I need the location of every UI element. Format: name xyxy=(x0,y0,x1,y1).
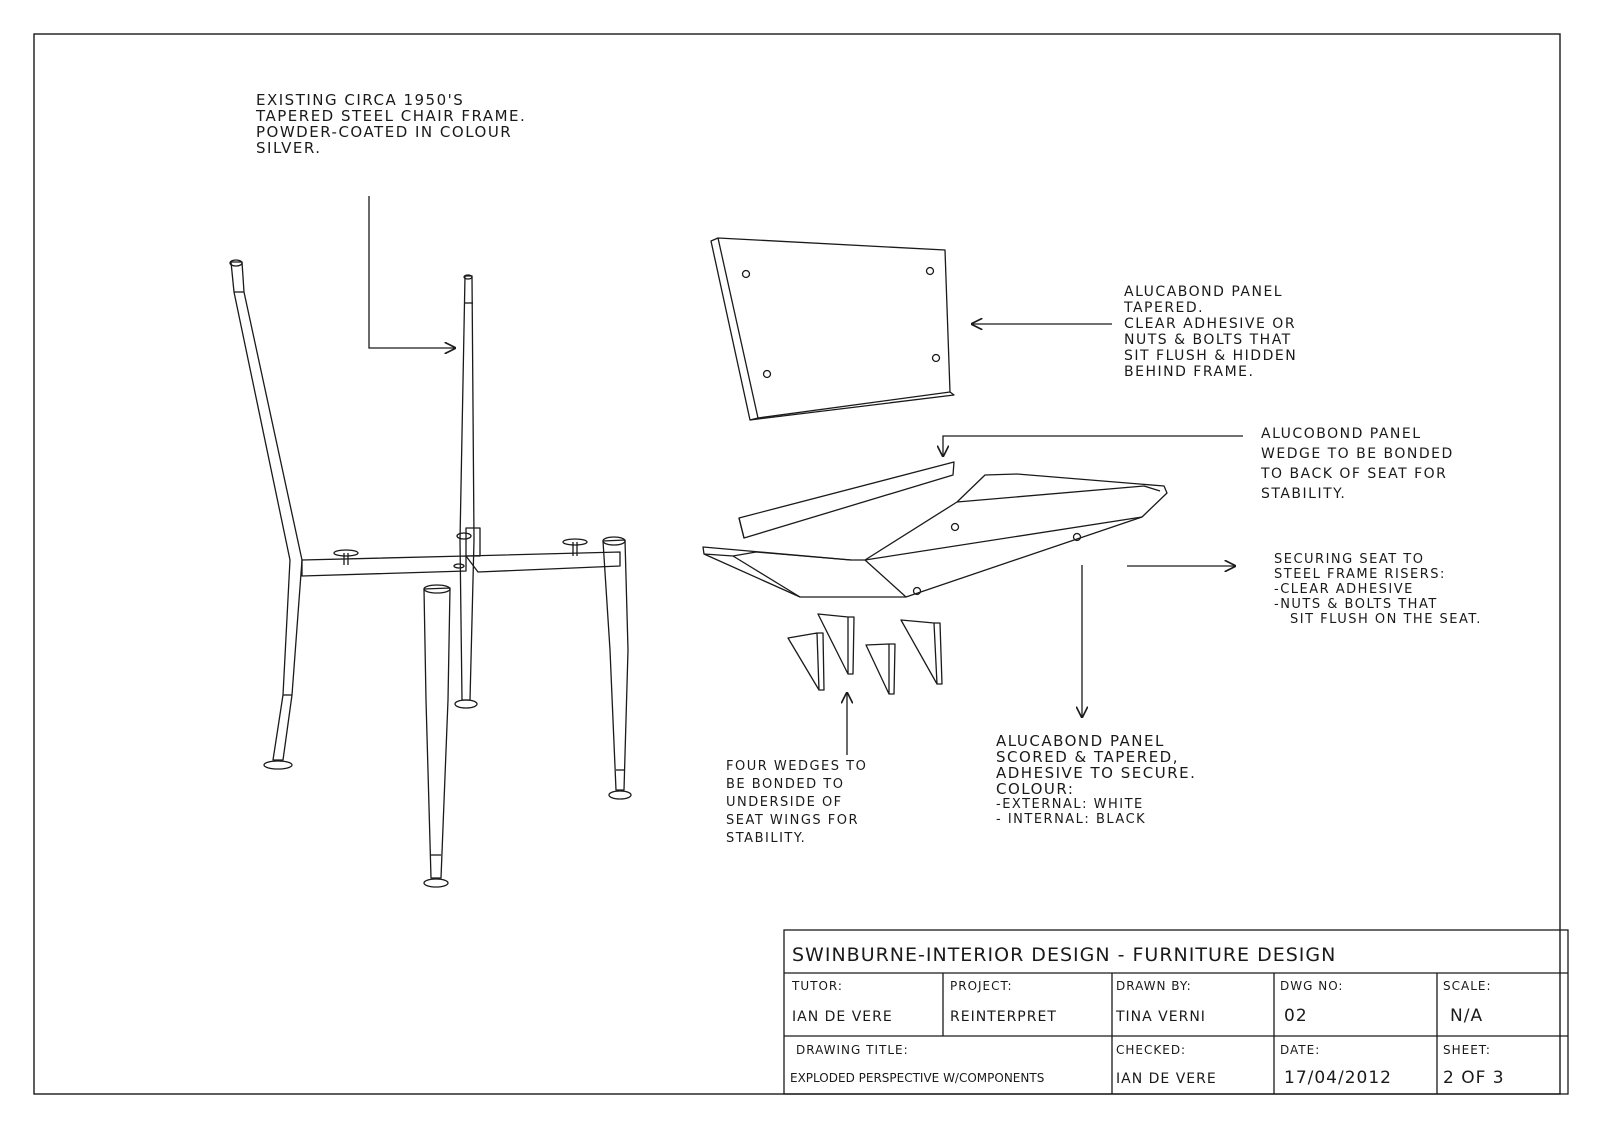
checked-value: Ian De Vere xyxy=(1116,1071,1217,1087)
frame-leader-arrow xyxy=(368,196,455,348)
side-rail-left xyxy=(301,555,467,577)
back-panel xyxy=(710,237,955,421)
scale-label: Scale: xyxy=(1443,979,1492,993)
left-back-post xyxy=(230,261,303,761)
wedges-note-line: be bonded to xyxy=(726,777,845,792)
tutor-label: Tutor: xyxy=(792,979,843,993)
title-block-lines xyxy=(783,929,1569,1095)
seat-panel-note-line: adhesive to secure. xyxy=(996,764,1197,782)
wedge-panel xyxy=(738,461,955,539)
tutor-value: Ian De Vere xyxy=(792,1009,893,1025)
wedges-note-line: seat wings for xyxy=(726,813,860,828)
frame-note-line: Powder-coated in colour xyxy=(256,123,513,141)
scale-value: N/A xyxy=(1450,1006,1484,1026)
wedges-note-line: Four wedges to xyxy=(726,759,868,774)
wedges-note-line: stability. xyxy=(726,831,807,846)
wedge-panel-note: Alucobond panel wedge to be bonded to ba… xyxy=(1261,424,1454,504)
drawing-title-label: Drawing title: xyxy=(796,1043,909,1057)
wedge-panel-note-line: to back of seat for xyxy=(1261,466,1448,482)
back-panel-note-line: tapered. xyxy=(1124,300,1205,316)
securing-note-line: sit flush on the seat. xyxy=(1290,612,1482,627)
date-value: 17/04/2012 xyxy=(1284,1068,1392,1088)
left-foot xyxy=(263,760,293,770)
frame-note: Existing circa 1950's tapered steel chai… xyxy=(256,92,526,156)
front-right-leg xyxy=(602,539,629,791)
left-post-cap xyxy=(229,259,243,267)
seat-panel-note-line: Colour: xyxy=(996,780,1075,798)
front-left-leg xyxy=(423,587,451,879)
drawn-by-value: Tina Verni xyxy=(1116,1009,1206,1025)
right-back-post xyxy=(459,275,475,701)
securing-note-line: steel frame risers: xyxy=(1274,567,1446,582)
drawing-title-value: Exploded perspective w/components xyxy=(790,1071,1045,1085)
seat-risers xyxy=(333,532,588,569)
seat-panel-note-line: scored & tapered, xyxy=(996,748,1179,766)
securing-note: Securing seat to steel frame risers: -cl… xyxy=(1274,552,1482,627)
project-label: Project: xyxy=(950,979,1013,993)
frame-note-line: Existing circa 1950's xyxy=(256,91,465,109)
title-block-header: Swinburne-Interior Design - Furniture De… xyxy=(792,944,1337,966)
sheet-value: 2 of 3 xyxy=(1443,1068,1505,1088)
rear-foot xyxy=(454,699,478,709)
wedge-panel-note-line: wedge to be bonded xyxy=(1261,446,1454,462)
four-wedges xyxy=(787,613,943,695)
frame-note-line: silver. xyxy=(256,139,322,157)
back-panel-note-line: nuts & bolts that xyxy=(1124,332,1292,348)
frame-note-line: tapered steel chair frame. xyxy=(256,107,527,125)
chair-frame xyxy=(229,259,632,888)
wedge-panel-note-line: Alucobond panel xyxy=(1261,426,1422,442)
back-panel-note-line: Clear adhesive or xyxy=(1124,316,1297,332)
front-rail xyxy=(465,551,621,573)
seat-panel xyxy=(702,473,1168,598)
seat-panel-note-line: -external: white xyxy=(996,797,1144,812)
wedges-note: Four wedges to be bonded to underside of… xyxy=(726,758,867,848)
front-left-foot xyxy=(423,878,449,888)
wedges-note-line: underside of xyxy=(726,795,843,810)
front-right-foot xyxy=(608,790,632,800)
wedge-panel-note-line: stability. xyxy=(1261,486,1347,502)
back-panel-note: Alucabond panel tapered. Clear adhesive … xyxy=(1124,284,1297,380)
seat-panel-note-line: - internal: black xyxy=(996,812,1147,827)
back-panel-note-line: sit flush & hidden xyxy=(1124,348,1298,364)
seat-panel-note-line: Alucabond panel xyxy=(996,732,1165,750)
project-value: Reinterpret xyxy=(950,1009,1057,1025)
seat-panel-note: Alucabond panel scored & tapered, adhesi… xyxy=(996,733,1196,827)
wedge-arrow xyxy=(943,435,1243,456)
securing-note-line: -clear adhesive xyxy=(1274,582,1414,597)
date-label: Date: xyxy=(1280,1043,1321,1057)
back-panel-note-line: behind frame. xyxy=(1124,364,1255,380)
sheet-label: Sheet: xyxy=(1443,1043,1491,1057)
back-panel-note-line: Alucabond panel xyxy=(1124,284,1284,300)
checked-label: Checked: xyxy=(1116,1043,1187,1057)
dwg-no-label: Dwg no: xyxy=(1280,979,1344,993)
securing-note-line: Securing seat to xyxy=(1274,552,1425,567)
drawn-by-label: Drawn by: xyxy=(1116,979,1192,993)
securing-note-line: -nuts & bolts that xyxy=(1274,597,1438,612)
dwg-no-value: 02 xyxy=(1284,1006,1308,1026)
